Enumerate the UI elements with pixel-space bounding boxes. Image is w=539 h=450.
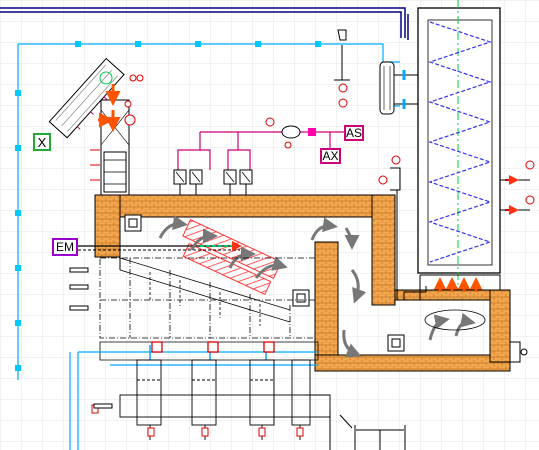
valve-stem: [334, 45, 350, 81]
label-as-text: AS: [346, 126, 363, 140]
outlet-duct: [395, 274, 501, 301]
furnace-lining: [94, 194, 511, 372]
heat-exchanger: [379, 61, 418, 115]
steam-dampers: [173, 169, 253, 196]
label-em-box: EM: [52, 238, 78, 256]
burner-port-2: [292, 289, 310, 307]
label-ax-box: AX: [320, 148, 341, 164]
water-loop-nodes: [15, 41, 321, 371]
label-x-text: X: [37, 134, 47, 150]
heater-tower: [417, 0, 535, 290]
label-ax-text: AX: [322, 149, 339, 163]
lower-instrument-tags: [91, 404, 304, 437]
label-as-box: AS: [344, 125, 364, 141]
bottom-air-distribution: [69, 341, 319, 450]
heater-coil: [428, 21, 492, 263]
pressure-switch: [390, 167, 401, 300]
outlet-flange: [509, 341, 528, 363]
label-em-text: EM: [56, 240, 74, 254]
flue-gas-arrows: [158, 215, 476, 358]
bottom-right-duct: [305, 394, 406, 450]
furnace-inner-walls: [119, 216, 490, 356]
supply-duct: [90, 84, 130, 217]
label-x-box: X: [33, 133, 51, 151]
steam-branch: [177, 131, 344, 170]
steam-valve: [337, 29, 347, 41]
steam-flow-meter: [265, 117, 316, 149]
burner-port-3: [387, 334, 405, 352]
burner-port-1: [124, 214, 142, 232]
left-gauge-stubs: [69, 267, 113, 409]
fuel-lance: [78, 241, 242, 251]
inclined-grate: [119, 257, 291, 326]
outlet-flames: [433, 277, 483, 292]
support-structure: [99, 257, 316, 339]
instrument-bubbles: [124, 74, 401, 185]
top-steam-pipe: [0, 7, 409, 40]
outlet-cyclone: [424, 309, 486, 331]
